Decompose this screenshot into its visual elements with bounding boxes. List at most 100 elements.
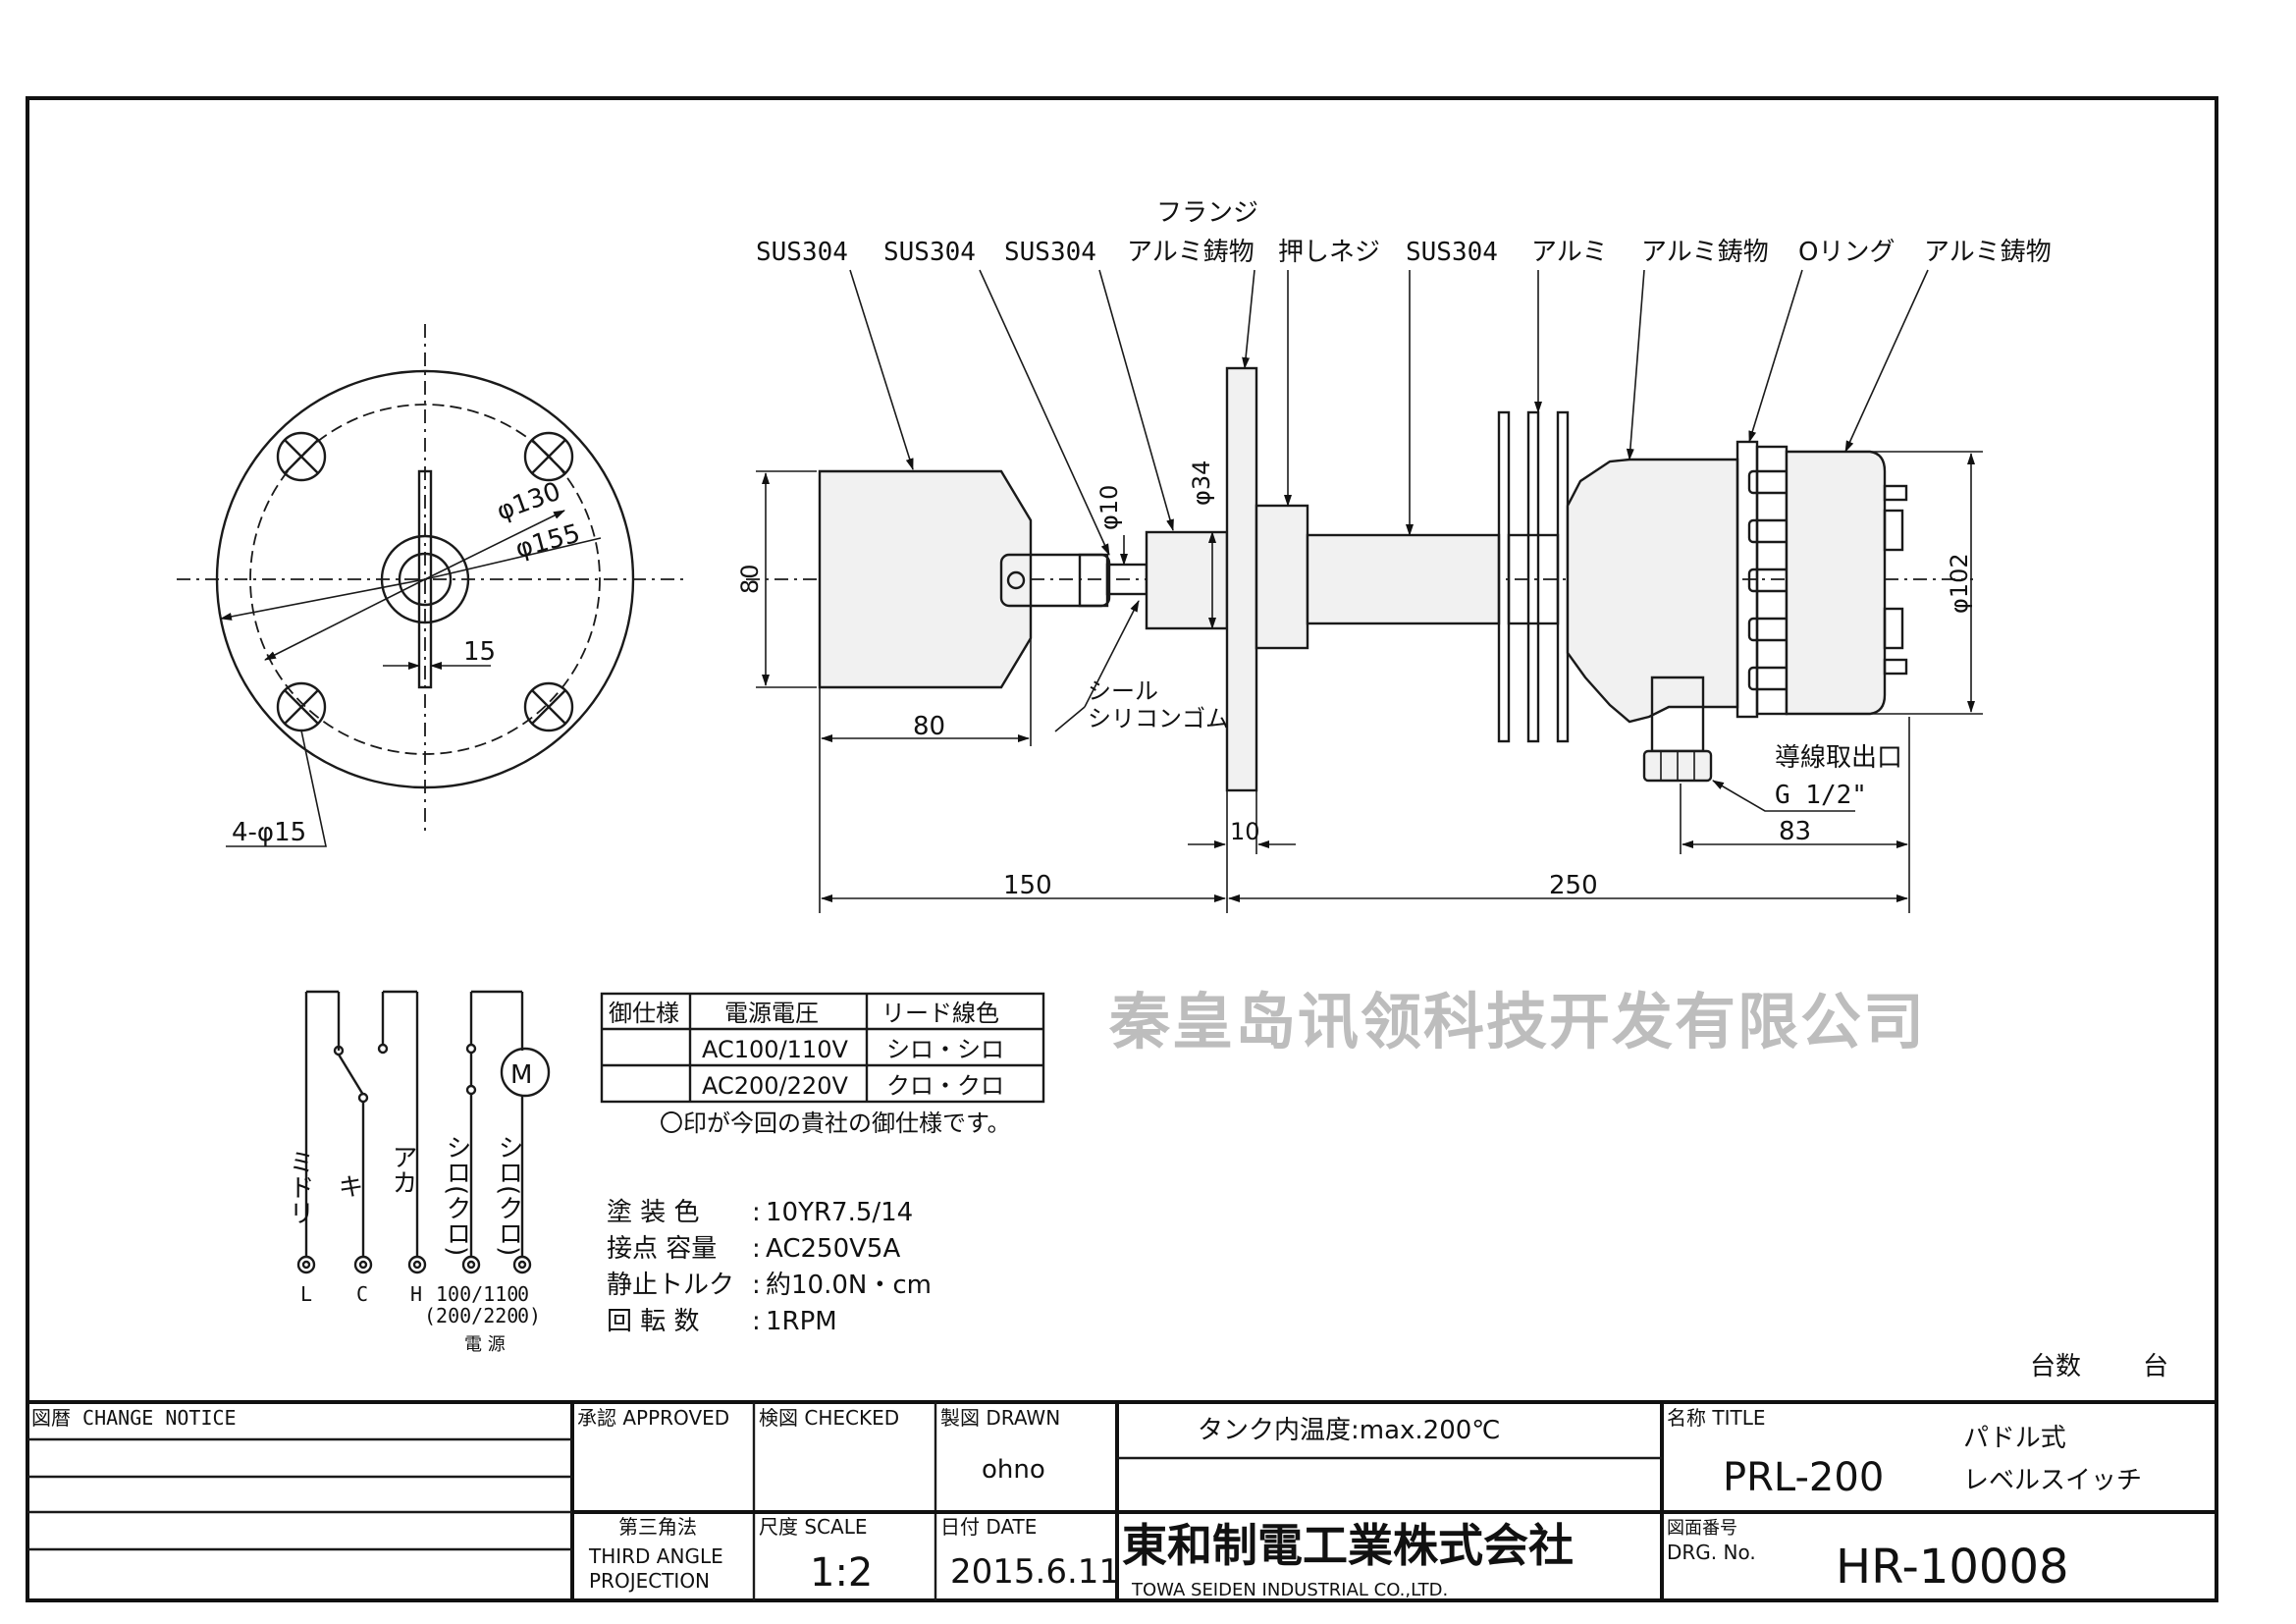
flange-front-view: φ130 φ155 15 4-φ15	[177, 324, 687, 847]
dim-blade-width: 80	[913, 712, 945, 741]
housing-body	[1566, 458, 1739, 724]
spec-note: 〇印が今回の貴社の御仕様です。	[660, 1110, 1011, 1137]
tb-scale: 1:2	[810, 1550, 873, 1596]
terminal-C: C	[356, 1282, 368, 1306]
td-voltage-1: AC100/110V	[702, 1036, 848, 1063]
flange-plate	[1225, 366, 1258, 792]
label-silicone-rubber: シリコンゴム	[1088, 705, 1229, 732]
wire-yellow: キ	[334, 1173, 363, 1199]
wiring-diagram: M ミドリ キ アカ シロ(クロ) シロ(クロ) L C H 100/110 0…	[285, 990, 551, 1355]
label-sus304-blade: SUS304	[756, 238, 848, 267]
bolt-holes	[276, 431, 574, 732]
label-aluminum-fins: アルミ	[1531, 238, 1608, 267]
tb-company-en: TOWA SEIDEN INDUSTRIAL CO.,LTD.	[1131, 1580, 1448, 1600]
terminal-0: 0	[517, 1282, 529, 1306]
tb-drawn: 製図 DRAWN	[940, 1406, 1060, 1430]
spec-list: 塗 装 色 : 10YR7.5/14 接点 容量 : AC250V5A 静止トル…	[607, 1198, 932, 1336]
extension-pipe	[1306, 533, 1501, 625]
quantity-label: 台数	[2030, 1352, 2081, 1381]
tb-drawing-number: HR-10008	[1836, 1540, 2069, 1595]
paddle-blade	[818, 469, 1033, 689]
spec-value-torque: 約10.0N・cm	[766, 1271, 932, 1300]
label-cover-material: アルミ鋳物	[1924, 238, 2052, 267]
spec-label-rpm: 回 転 数	[607, 1307, 700, 1336]
watermark: 秦皇岛讯领科技开发有限公司	[1108, 986, 1926, 1057]
label-housing-material: アルミ鋳物	[1641, 238, 1769, 267]
td-color-2: クロ・クロ	[886, 1072, 1004, 1100]
label-o-ring: Oリング	[1798, 238, 1895, 267]
spec-table: 御仕様 電源電圧 リード線色 AC100/110V シロ・シロ AC200/22…	[600, 992, 1045, 1137]
dim-phi155: φ155	[512, 518, 583, 564]
tb-model: PRL-200	[1723, 1455, 1884, 1500]
dim-83: 83	[1779, 817, 1811, 846]
dim-phi102: φ102	[1946, 553, 1973, 614]
power-label: 電 源	[464, 1334, 506, 1355]
motor-label: M	[510, 1060, 532, 1090]
switch-side-view: SUS304 SUS304 SUS304 フランジ アルミ鋳物 押しネジ SUS…	[736, 198, 2052, 913]
spec-colon-1: :	[752, 1198, 761, 1227]
label-thread-size: G 1/2"	[1775, 781, 1867, 810]
motor-symbol	[500, 1047, 551, 1098]
dim-flange-thickness: 10	[1230, 818, 1260, 845]
dim-15: 15	[463, 637, 496, 667]
spec-colon-2: :	[752, 1234, 761, 1264]
th-lead-color: リード線色	[881, 1000, 999, 1027]
terminal-100: 100/110	[436, 1282, 518, 1306]
tb-company-jp: 東和制電工業株式会社	[1122, 1519, 1574, 1572]
dim-phi130: φ130	[493, 477, 564, 527]
label-sus304-pipe: SUS304	[1406, 238, 1498, 267]
tb-change-notice: 図暦 CHANGE NOTICE	[31, 1406, 237, 1430]
label-sus304-shaft: SUS304	[1004, 238, 1096, 267]
sheet-border	[26, 96, 2218, 1602]
td-color-1: シロ・シロ	[886, 1036, 1004, 1063]
label-flange-material: アルミ鋳物	[1127, 238, 1255, 267]
tb-date-label: 日付 DATE	[940, 1515, 1037, 1539]
label-cable-outlet: 導線取出口	[1775, 743, 1902, 773]
set-screw-boss	[1255, 504, 1309, 650]
tb-tank-temp: タンク内温度:max.200℃	[1198, 1416, 1501, 1445]
dim-phi34: φ34	[1188, 460, 1215, 506]
dim-bolt-holes: 4-φ15	[232, 818, 306, 847]
dim-blade-height: 80	[736, 564, 764, 594]
tb-date: 2015.6.11	[950, 1552, 1120, 1592]
tb-projection-jp: 第三角法	[618, 1515, 697, 1539]
spec-label-torque: 静止トルク	[607, 1271, 734, 1300]
label-sus304-hub: SUS304	[883, 238, 976, 267]
label-seal: シール	[1088, 677, 1158, 705]
spec-label-contact: 接点 容量	[607, 1234, 717, 1264]
terminal-0b: 0)	[517, 1304, 541, 1327]
tb-name-1: パドル式	[1963, 1424, 2066, 1453]
spec-value-paint: 10YR7.5/14	[766, 1198, 913, 1227]
spec-value-contact: AC250V5A	[766, 1234, 900, 1264]
wire-red: アカ	[388, 1144, 417, 1195]
wire-white-2: シロ(クロ)	[494, 1134, 523, 1256]
label-set-screw: 押しネジ	[1278, 238, 1380, 267]
wire-white-1: シロ(クロ)	[442, 1134, 471, 1256]
tb-dwg-label-jp: 図面番号	[1667, 1518, 1737, 1539]
terminal-H: H	[410, 1282, 422, 1306]
tb-name-2: レベルスイッチ	[1963, 1466, 2142, 1495]
spec-colon-4: :	[752, 1307, 761, 1336]
shaft-hub	[999, 553, 1111, 608]
terminal-L: L	[300, 1282, 312, 1306]
spec-colon-3: :	[752, 1271, 761, 1300]
title-block: 図暦 CHANGE NOTICE 承認 APPROVED 検図 CHECKED …	[27, 1400, 2216, 1600]
dim-250: 250	[1549, 871, 1598, 900]
label-flange: フランジ	[1156, 198, 1258, 228]
tb-approved: 承認 APPROVED	[577, 1406, 729, 1430]
terminal-200: (200/220	[424, 1304, 518, 1327]
tb-title-label: 名称 TITLE	[1667, 1406, 1765, 1430]
spec-value-rpm: 1RPM	[766, 1307, 837, 1336]
dim-150: 150	[1003, 871, 1052, 900]
quantity-unit: 台	[2143, 1352, 2168, 1381]
tb-drawn-by: ohno	[982, 1455, 1045, 1485]
spec-label-paint: 塗 装 色	[607, 1198, 700, 1227]
tb-projection-en-2: PROJECTION	[589, 1569, 710, 1593]
wire-green: ミドリ	[285, 1149, 314, 1225]
th-spec: 御仕様	[609, 1000, 679, 1027]
td-voltage-2: AC200/220V	[702, 1072, 848, 1100]
tb-projection-en-1: THIRD ANGLE	[588, 1544, 723, 1568]
tb-scale-label: 尺度 SCALE	[759, 1515, 867, 1539]
tb-checked: 検図 CHECKED	[759, 1406, 899, 1430]
